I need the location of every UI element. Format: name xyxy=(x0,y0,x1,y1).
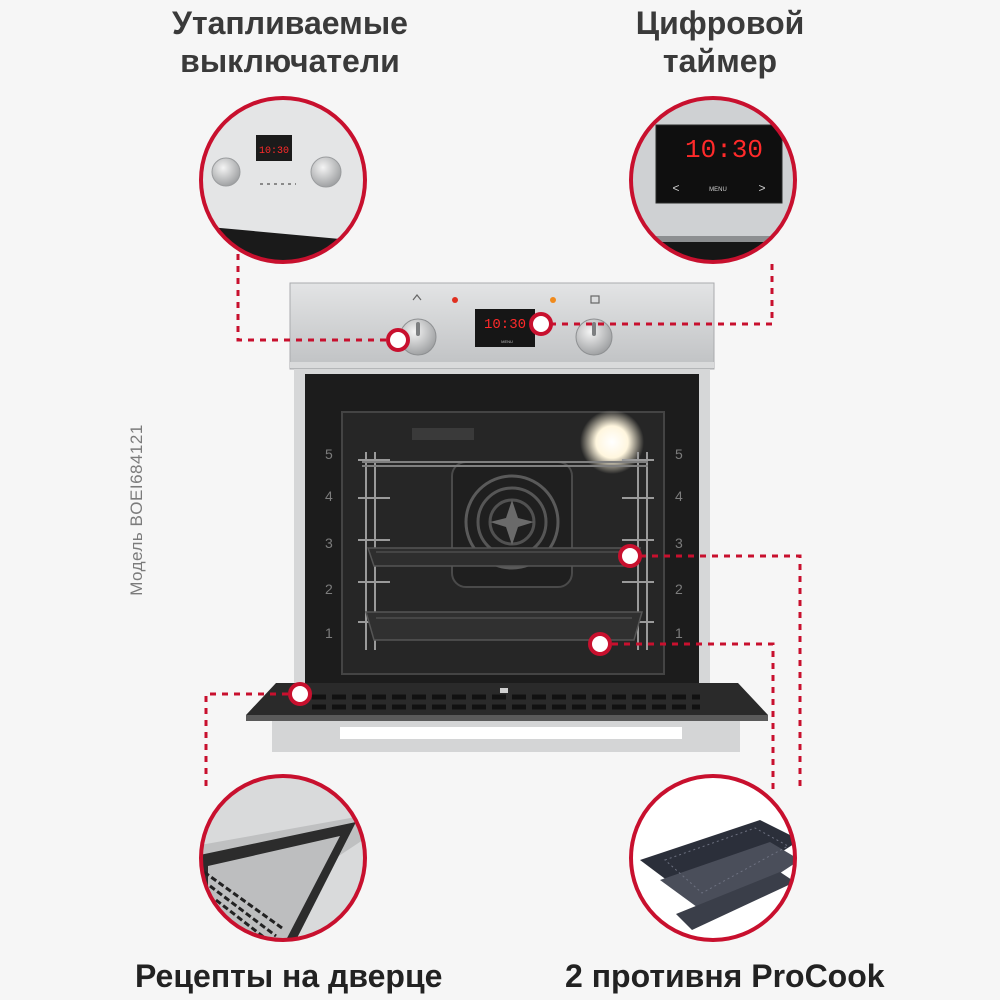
rack-level-2: 2 xyxy=(325,581,333,597)
detail-circle-switches: 10:30 xyxy=(199,96,367,264)
mode-icon xyxy=(412,294,422,301)
temperature-icon xyxy=(590,295,600,304)
indicator-light-red xyxy=(452,297,458,303)
indicator-light-orange xyxy=(550,297,556,303)
timer-display-time: 10:30 xyxy=(484,317,526,333)
feature-title-door-recipes: Рецепты на дверце xyxy=(135,958,443,994)
oven-lamp xyxy=(580,410,644,474)
feature-title-line: выключатели xyxy=(180,43,400,79)
feature-title-line: Утапливаемые xyxy=(172,5,408,41)
callout-connectors xyxy=(204,254,802,792)
rack-level-5: 5 xyxy=(675,446,683,462)
rack-level-3: 3 xyxy=(675,535,683,551)
connector-tray-lower xyxy=(600,642,775,792)
rack-level-3: 3 xyxy=(325,535,333,551)
detail-circle-door xyxy=(199,774,367,942)
timer-display: 10:30 MENU xyxy=(475,309,535,347)
marker-timer xyxy=(529,312,553,336)
connector-timer xyxy=(540,264,774,326)
rack-level-labels-left: 5 4 3 2 1 xyxy=(325,446,333,641)
timer-display-menu: MENU xyxy=(501,339,513,344)
detail-timer-left-arrow: < xyxy=(672,181,679,195)
right-knob xyxy=(575,318,613,356)
convection-fan xyxy=(451,461,573,588)
rack-level-1: 1 xyxy=(675,625,683,641)
oven-door xyxy=(246,683,768,752)
feature-title-line: таймер xyxy=(662,43,778,79)
detail-timer-menu: MENU xyxy=(709,187,727,193)
connector-door xyxy=(204,692,300,792)
marker-tray-lower xyxy=(588,632,612,656)
baking-tray-upper xyxy=(366,547,642,567)
detail-timer-time: 10:30 xyxy=(685,135,763,165)
rack-level-5: 5 xyxy=(325,446,333,462)
feature-title-digital-timer: Цифровой таймер xyxy=(600,4,840,80)
detail-circle-timer: 10:30 < MENU > xyxy=(629,96,797,264)
connector-tray-upper xyxy=(628,554,802,792)
marker-tray-upper xyxy=(618,544,642,568)
top-grill-element xyxy=(412,428,474,440)
detail-display-time: 10:30 xyxy=(259,146,289,157)
baking-tray-lower xyxy=(365,611,643,641)
rack-level-2: 2 xyxy=(675,581,683,597)
feature-title-trays: 2 противня ProCook xyxy=(565,958,885,994)
rack-level-labels-right: 5 4 3 2 1 xyxy=(675,446,683,641)
rack-level-4: 4 xyxy=(325,488,333,504)
rack-level-4: 4 xyxy=(675,488,683,504)
detail-circle-trays xyxy=(629,774,797,942)
connector-switches xyxy=(236,254,398,342)
feature-title-line: Цифровой xyxy=(635,5,805,41)
left-knob xyxy=(399,318,437,356)
feature-title-heated-switches: Утапливаемые выключатели xyxy=(160,4,420,80)
marker-door xyxy=(288,682,312,706)
rack-level-1: 1 xyxy=(325,625,333,641)
detail-timer-right-arrow: > xyxy=(758,181,765,195)
marker-switch xyxy=(386,328,410,352)
callout-markers xyxy=(288,312,642,706)
